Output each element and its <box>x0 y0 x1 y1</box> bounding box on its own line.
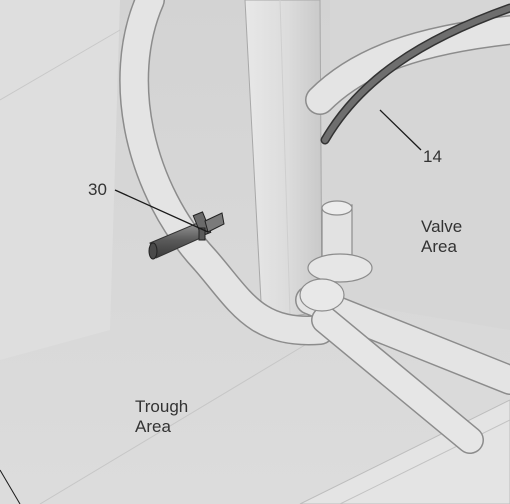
lower-pipe <box>296 286 510 394</box>
trough-area-line-1: Trough <box>135 397 189 416</box>
hose <box>322 5 510 143</box>
callout-label-30: 30 <box>88 180 107 199</box>
valve-area-line-2: Area <box>421 236 457 256</box>
pin-assembly <box>148 211 225 260</box>
valve-area-label: Valve Area <box>421 217 462 256</box>
pipe-junction <box>299 278 345 312</box>
leader-line-30 <box>114 189 209 233</box>
pin-clip <box>198 227 206 241</box>
left-wall-panel <box>0 0 120 360</box>
trough-area-label: Trough Area <box>135 397 188 436</box>
pin-end-cap <box>148 242 158 260</box>
center-post-facet <box>279 0 291 315</box>
drain-pipe <box>312 307 483 453</box>
trough-area-line-2: Area <box>135 416 171 436</box>
trough-floor-seam <box>39 329 331 504</box>
valve-base-collar <box>307 253 373 283</box>
pin-tip <box>204 212 225 233</box>
frame-corner-line <box>0 469 21 504</box>
callout-label-14: 14 <box>423 147 442 166</box>
leader-line-14 <box>379 109 422 151</box>
valve-fitting-top <box>321 200 353 216</box>
left-wall-edge <box>0 29 121 101</box>
upper-frame-tube <box>306 16 510 114</box>
valve-area-line-1: Valve <box>421 217 463 236</box>
